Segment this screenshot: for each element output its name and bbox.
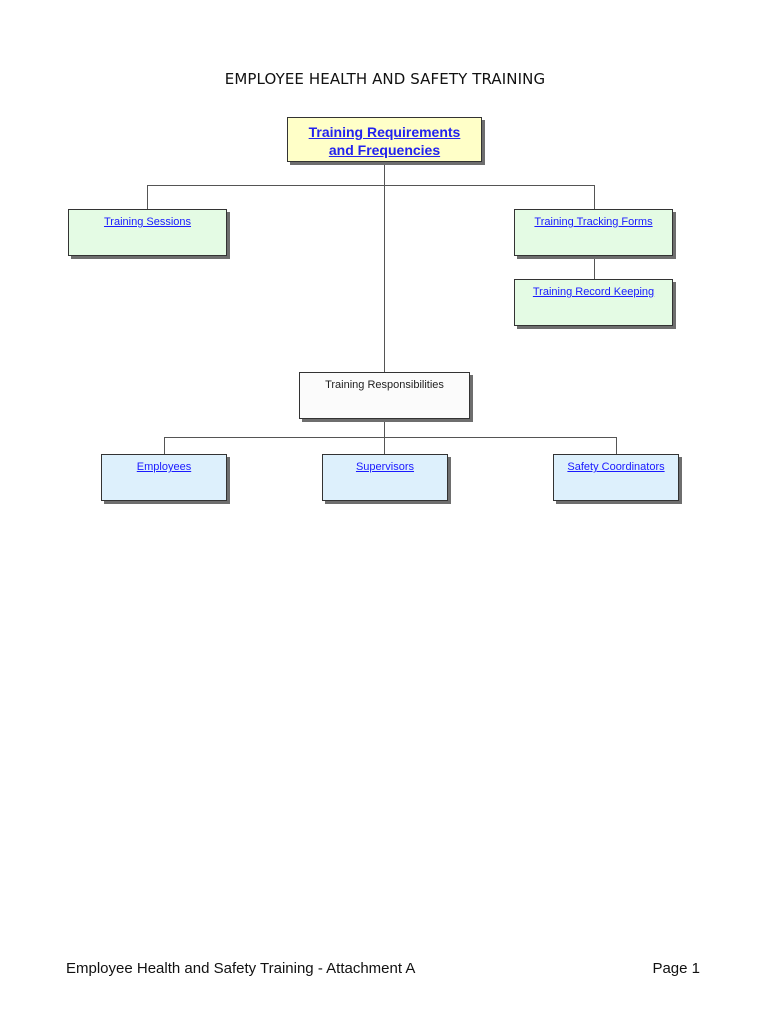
node-training-sessions: Training Sessions [68,209,227,256]
node-supervisors: Supervisors [322,454,448,501]
connector-root-down [384,162,385,373]
connector-to-sessions [147,185,148,209]
link-training-tracking-forms[interactable]: Training Tracking Forms [534,216,653,228]
connector-responsibilities-down [384,418,385,454]
root-line1: Training Requirements [308,124,461,140]
node-training-record-keeping: Training Record Keeping [514,279,673,326]
link-supervisors[interactable]: Supervisors [355,461,415,473]
connector-tracking-to-record [594,256,595,280]
connector-to-tracking [594,185,595,209]
node-training-tracking-forms: Training Tracking Forms [514,209,673,256]
root-line2: and Frequencies [328,142,441,158]
footer-document-title: Employee Health and Safety Training - At… [66,960,416,977]
link-training-sessions[interactable]: Training Sessions [103,216,192,228]
connector-to-coordinators [616,437,617,454]
connector-bottom-horizontal [164,437,617,438]
label-training-responsibilities: Training Responsibilities [325,379,444,391]
link-training-record-keeping[interactable]: Training Record Keeping [532,286,655,298]
node-training-requirements: Training Requirements and Frequencies [287,117,482,162]
node-safety-coordinators: Safety Coordinators [553,454,679,501]
link-safety-coordinators[interactable]: Safety Coordinators [567,461,665,473]
node-employees: Employees [101,454,227,501]
connector-to-employees [164,437,165,454]
page-title: EMPLOYEE HEALTH AND SAFETY TRAINING [224,70,546,88]
link-employees[interactable]: Employees [136,461,192,473]
footer-page-number: Page 1 [652,960,700,977]
link-training-requirements[interactable]: Training Requirements and Frequencies [288,123,481,159]
node-training-responsibilities: Training Responsibilities [299,372,470,419]
connector-top-horizontal [147,185,595,186]
